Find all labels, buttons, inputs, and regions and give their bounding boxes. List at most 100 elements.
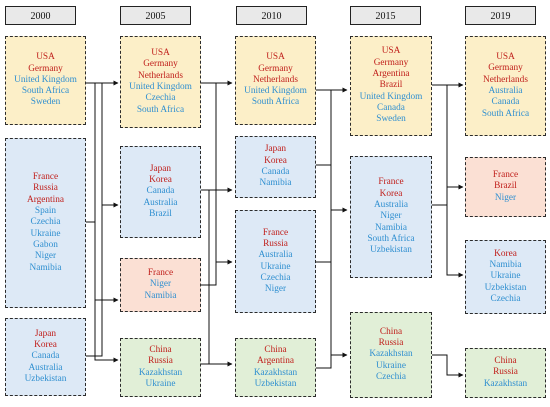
country-label: Kazakhstan (253, 367, 298, 378)
link-2010c-2015b (316, 210, 332, 263)
country-label: Ukraine (260, 261, 291, 272)
country-label: South Africa (21, 86, 70, 97)
link-2010d-2015c (316, 355, 332, 369)
country-label: Czechia (260, 272, 291, 283)
country-label: China (379, 326, 403, 337)
link-2015b-2019b (432, 187, 448, 206)
country-label: Kazakhstan (138, 367, 183, 378)
country-label: Australia (488, 86, 523, 96)
country-label: Niger (380, 211, 402, 222)
country-label: Japan (34, 328, 57, 339)
country-label: Uzbekistan (484, 282, 527, 293)
country-label: Czechia (376, 371, 406, 382)
link-2005b-2010a (201, 83, 217, 191)
link-2005b-2010c (215, 190, 233, 265)
country-label: France (378, 177, 404, 188)
country-label: Argentina (372, 69, 410, 80)
country-label: Namibia (259, 178, 292, 189)
country-label: Germany (488, 63, 523, 74)
country-label: Germany (143, 59, 178, 70)
country-label: Ukraine (145, 378, 176, 389)
country-label: United Kingdom (14, 74, 77, 85)
country-label: Gabon (33, 239, 58, 250)
country-label: Ukraine (490, 271, 521, 282)
country-label: Australia (258, 250, 293, 261)
country-label: South Africa (367, 233, 415, 244)
country-label: South Africa (136, 104, 185, 115)
country-label: Kazakhstan (483, 378, 528, 389)
country-label: Namibia (489, 260, 522, 271)
link-2000a-2005b (86, 82, 119, 208)
country-label: Brazil (379, 80, 403, 91)
link-2015c-2019d (432, 354, 464, 378)
country-label: France (492, 170, 519, 181)
country-label: Kazakhstan (369, 349, 413, 360)
country-label: China (264, 344, 287, 355)
link-2010b-2015a (316, 90, 332, 166)
country-label: Uzbekistan (254, 378, 297, 389)
country-label: Czechia (145, 93, 176, 104)
link-2000b-2005c (86, 221, 119, 303)
country-label: Korea (379, 188, 403, 199)
country-label: Korea (494, 248, 517, 259)
country-label: Niger (264, 284, 287, 295)
country-label: USA (36, 52, 55, 63)
country-label: Netherlands (253, 74, 298, 85)
country-label: Argentina (256, 356, 294, 367)
country-label: Korea (264, 155, 287, 166)
year-header-2000: 2000 (5, 6, 76, 25)
country-label: United Kingdom (244, 86, 307, 97)
year-header-2019: 2019 (465, 6, 536, 25)
country-label: Brazil (149, 208, 172, 219)
year-header-2010: 2010 (236, 6, 307, 25)
country-label: Australia (143, 197, 178, 208)
country-label: Spain (34, 206, 57, 217)
country-label: Australia (373, 200, 409, 211)
country-label: South Africa (481, 108, 530, 119)
country-label: Namibia (29, 262, 62, 273)
country-label: Canada (31, 351, 60, 362)
country-label: Germany (373, 57, 409, 68)
country-label: China (494, 356, 517, 367)
country-label: Brazil (494, 181, 517, 192)
country-label: Russia (148, 356, 173, 367)
country-label: Ukraine (30, 228, 61, 239)
country-label: Netherlands (483, 74, 528, 85)
country-label: France (147, 268, 174, 279)
country-label: Ukraine (376, 360, 406, 371)
country-label: Australia (28, 362, 63, 373)
link-2010c-2015c (330, 262, 348, 358)
country-label: USA (381, 46, 401, 57)
country-label: Niger (494, 192, 517, 203)
country-label: South Africa (251, 97, 300, 108)
country-label: France (262, 227, 289, 238)
country-label: Uzbekistan (24, 373, 67, 384)
country-label: Netherlands (138, 70, 183, 81)
link-2015a-2019b (432, 84, 464, 190)
country-label: United Kingdom (359, 91, 423, 102)
link-2000c-2005b (86, 205, 103, 357)
year-header-2015: 2015 (350, 6, 421, 25)
country-label: USA (496, 52, 515, 63)
link-2000b-2005d (94, 300, 119, 363)
country-label: Japan (149, 163, 172, 174)
link-2005c-2010b (201, 190, 210, 286)
country-label: Niger (149, 279, 172, 290)
country-label: Russia (263, 238, 288, 249)
country-label: China (149, 344, 172, 355)
